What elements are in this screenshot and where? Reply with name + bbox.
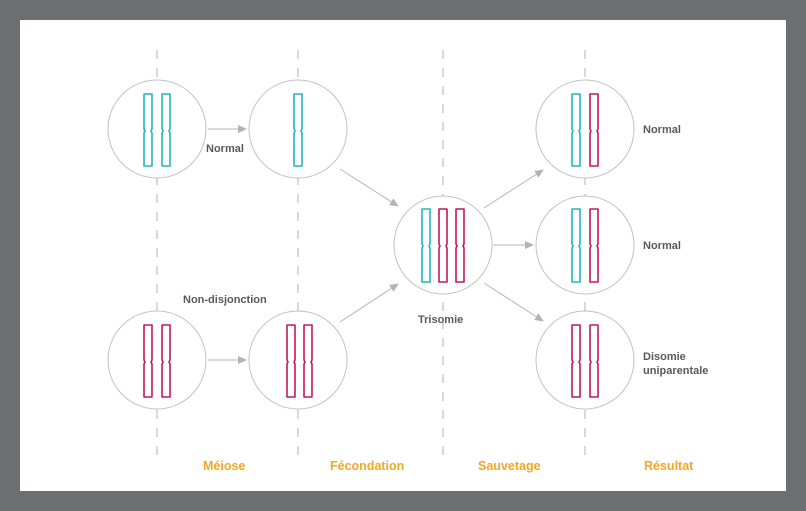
chromosome-maternal xyxy=(143,93,153,167)
arrow-to-trisomie-top xyxy=(339,168,399,207)
chromosome-paternal xyxy=(589,208,599,283)
chromosome-paternal xyxy=(286,324,296,398)
cell-result-disomie xyxy=(535,310,635,410)
chromosome-paternal xyxy=(143,324,153,398)
cell-fecondation-top xyxy=(248,79,348,179)
stage-label-resultat: Résultat xyxy=(644,459,694,473)
cell-fecondation-bottom xyxy=(248,310,348,410)
chromosome-maternal xyxy=(571,208,581,283)
chromosome-paternal xyxy=(589,324,599,398)
chromosome-maternal xyxy=(293,93,303,167)
label-trisomie: Trisomie xyxy=(418,314,463,326)
cell-trisomie xyxy=(393,195,493,295)
arrow-to-normal-1 xyxy=(483,169,544,209)
cell-result-normal-2 xyxy=(535,195,635,295)
stage-label-meiose: Méiose xyxy=(203,459,245,473)
cell-meiose-bottom xyxy=(107,310,207,410)
chromosome-paternal xyxy=(161,324,171,398)
cell-meiose-top xyxy=(107,79,207,179)
chromosome-maternal xyxy=(421,208,431,283)
label-normal-top: Normal xyxy=(206,143,244,155)
arrows xyxy=(208,125,544,364)
chromosome-paternal xyxy=(589,93,599,167)
label-disomie-line1: Disomie xyxy=(643,351,686,363)
chromosome-maternal xyxy=(571,93,581,167)
chromosome-paternal xyxy=(438,208,448,283)
label-result-normal-1: Normal xyxy=(643,124,681,136)
cell-result-normal-1 xyxy=(535,79,635,179)
chromosome-paternal xyxy=(571,324,581,398)
stage-label-fecondation: Fécondation xyxy=(330,459,404,473)
chromosome-paternal xyxy=(303,324,313,398)
arrow-to-trisomie-bottom xyxy=(339,283,399,323)
label-disomie-line2: uniparentale xyxy=(643,365,708,377)
chromosome-paternal xyxy=(455,208,465,283)
label-result-normal-2: Normal xyxy=(643,240,681,252)
chromosome-maternal xyxy=(161,93,171,167)
stage-label-sauvetage: Sauvetage xyxy=(478,459,541,473)
arrow-to-disomie xyxy=(483,282,544,322)
label-non-disjonction: Non-disjonction xyxy=(183,294,267,306)
